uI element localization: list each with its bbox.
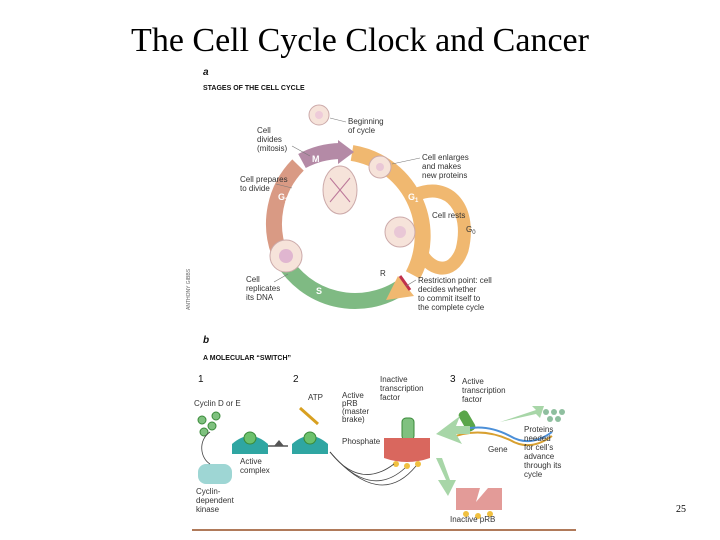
s-phase-arc — [276, 255, 405, 309]
mitosis-spindle-2 — [329, 177, 351, 203]
phase-g2-label: G2 — [278, 192, 289, 204]
page-number: 25 — [676, 504, 686, 515]
label-active-prb: Active pRB (master brake) — [342, 391, 371, 424]
atp-molecule — [299, 406, 319, 426]
g1-cell-nucleus — [376, 163, 384, 171]
label-cell-divides: Cell divides (mitosis) — [257, 126, 288, 153]
label-cell-prepares: Cell prepares to divide — [240, 175, 290, 193]
active-tf-molecule — [458, 410, 476, 432]
panel-a-letter: a — [203, 67, 209, 78]
m-phase-arrowhead — [338, 140, 354, 164]
label-restriction-point: Restriction point: cell decides whether … — [418, 276, 494, 312]
label-kinase: Cyclin- dependent kinase — [196, 487, 236, 514]
g0-loop-arc — [412, 184, 471, 275]
label-inactive-prb: Inactive pRB — [450, 515, 495, 524]
panel-b-letter: b — [203, 335, 209, 346]
cell-illustrations — [269, 104, 416, 273]
label-active-tf: Active transcription factor — [462, 377, 508, 404]
m-phase-arc — [298, 143, 341, 169]
new-cell-nucleus — [315, 111, 323, 119]
step-3-number: 3 — [450, 374, 456, 385]
cell-cycle-figure: a STAGES OF THE CELL CYCLE M G1 G2 S G0 … — [186, 67, 576, 531]
label-atp: ATP — [308, 393, 323, 402]
slide-title: The Cell Cycle Clock and Cancer — [131, 22, 589, 59]
cycle-proteins — [543, 409, 565, 422]
active-complex-2 — [292, 431, 328, 454]
step-1-number: 1 — [198, 374, 204, 385]
image-credit: ANTHONY GIBBS — [186, 268, 192, 310]
g1-late-cell-nucleus — [394, 226, 406, 238]
label-proteins: Proteins needed for cell’s advance throu… — [524, 425, 564, 479]
label-phosphate: Phosphate — [342, 437, 381, 446]
step-2-number: 2 — [293, 374, 299, 385]
phase-r-label: R — [380, 269, 386, 278]
active-complex-1 — [232, 431, 268, 454]
label-cell-rests: Cell rests — [432, 211, 465, 220]
phase-g1-label: G1 — [408, 192, 419, 204]
label-cell-enlarges: Cell enlarges and makes new proteins — [422, 153, 471, 180]
inactive-prb-molecule — [456, 488, 502, 510]
phase-g0-label: G0 — [466, 225, 476, 236]
step-1-to-2-arrowhead — [274, 440, 284, 446]
cyclin-molecules — [197, 411, 221, 437]
restriction-point-marker — [398, 275, 412, 291]
panel-a-leader-lines — [273, 117, 421, 287]
s-cell-nucleus — [279, 249, 293, 263]
label-gene: Gene — [488, 445, 508, 454]
label-inactive-tf: Inactive transcription factor — [380, 375, 426, 402]
prb-complex — [384, 417, 430, 469]
inactive-prb-phosphates — [463, 511, 493, 519]
panel-b-heading: A MOLECULAR “SWITCH” — [203, 355, 291, 362]
label-cyclin: Cyclin D or E — [194, 399, 241, 408]
tf-release-arrow — [436, 416, 470, 444]
assembly-arrow — [201, 431, 211, 465]
gene-expression-arrow — [500, 406, 544, 422]
label-cell-replicates: Cell replicates its DNA — [246, 275, 282, 302]
phase-m-label: M — [312, 154, 320, 164]
s-phase-arrowhead — [386, 276, 414, 300]
label-beginning-of-cycle: Beginning of cycle — [348, 117, 386, 135]
phase-s-label: S — [316, 286, 322, 296]
phosphorylation-arrows — [329, 451, 417, 486]
label-active-complex: Active complex — [240, 457, 270, 475]
panel-a-heading: STAGES OF THE CELL CYCLE — [203, 85, 305, 92]
prb-inactivation-arrow — [436, 458, 456, 496]
cdk-molecule — [198, 464, 232, 484]
